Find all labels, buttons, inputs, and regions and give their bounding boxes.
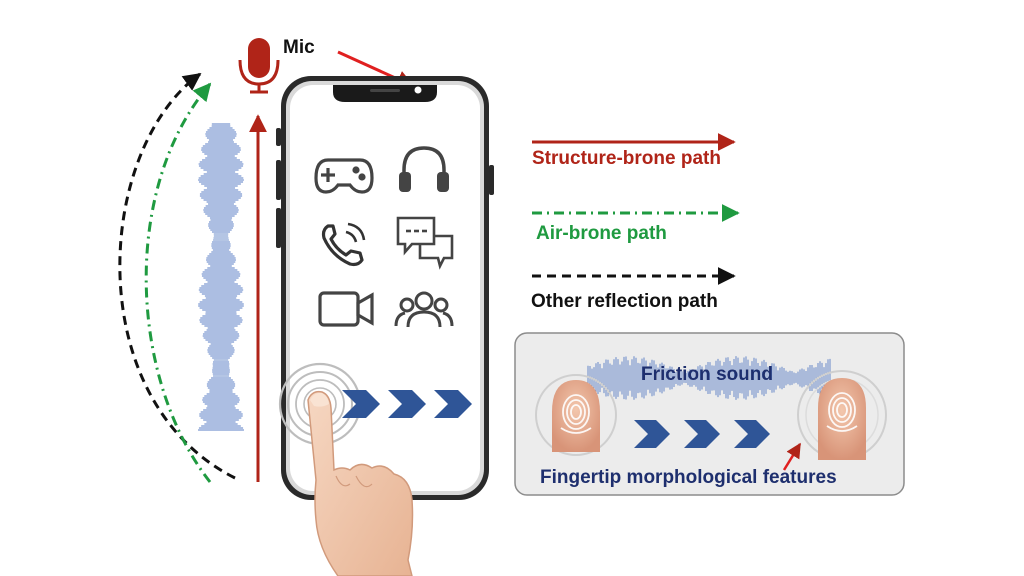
fingertip-left [535, 374, 617, 456]
legend-structure-borne-label: Structure-brone path [532, 148, 721, 169]
smartphone [276, 76, 494, 500]
video-camera-icon [318, 291, 374, 327]
swipe-chevrons [342, 390, 472, 418]
chat-icon [396, 216, 454, 270]
sound-waveform [198, 123, 244, 431]
mic-label: Mic [283, 37, 315, 58]
other-reflection-path-curve [118, 72, 236, 480]
fingertip-right [797, 370, 887, 460]
phone-mic-hole [414, 86, 422, 94]
inset-chevrons [634, 420, 770, 448]
legend-air-borne-label: Air-brone path [536, 223, 667, 244]
gamepad-icon [314, 158, 374, 194]
hand-illustration [307, 390, 414, 576]
group-icon [394, 291, 454, 328]
phone-call-icon [321, 222, 366, 267]
microphone-icon [238, 38, 280, 94]
friction-waveform [587, 356, 831, 400]
fingertip-pointer-arrow [782, 442, 802, 471]
fingertip-features-label: Fingertip morphological features [540, 467, 837, 488]
headphones-icon [399, 146, 449, 192]
friction-sound-label: Friction sound [641, 364, 773, 385]
legend-other-reflection-label: Other reflection path [531, 291, 718, 312]
air-borne-path-curve [144, 82, 212, 483]
